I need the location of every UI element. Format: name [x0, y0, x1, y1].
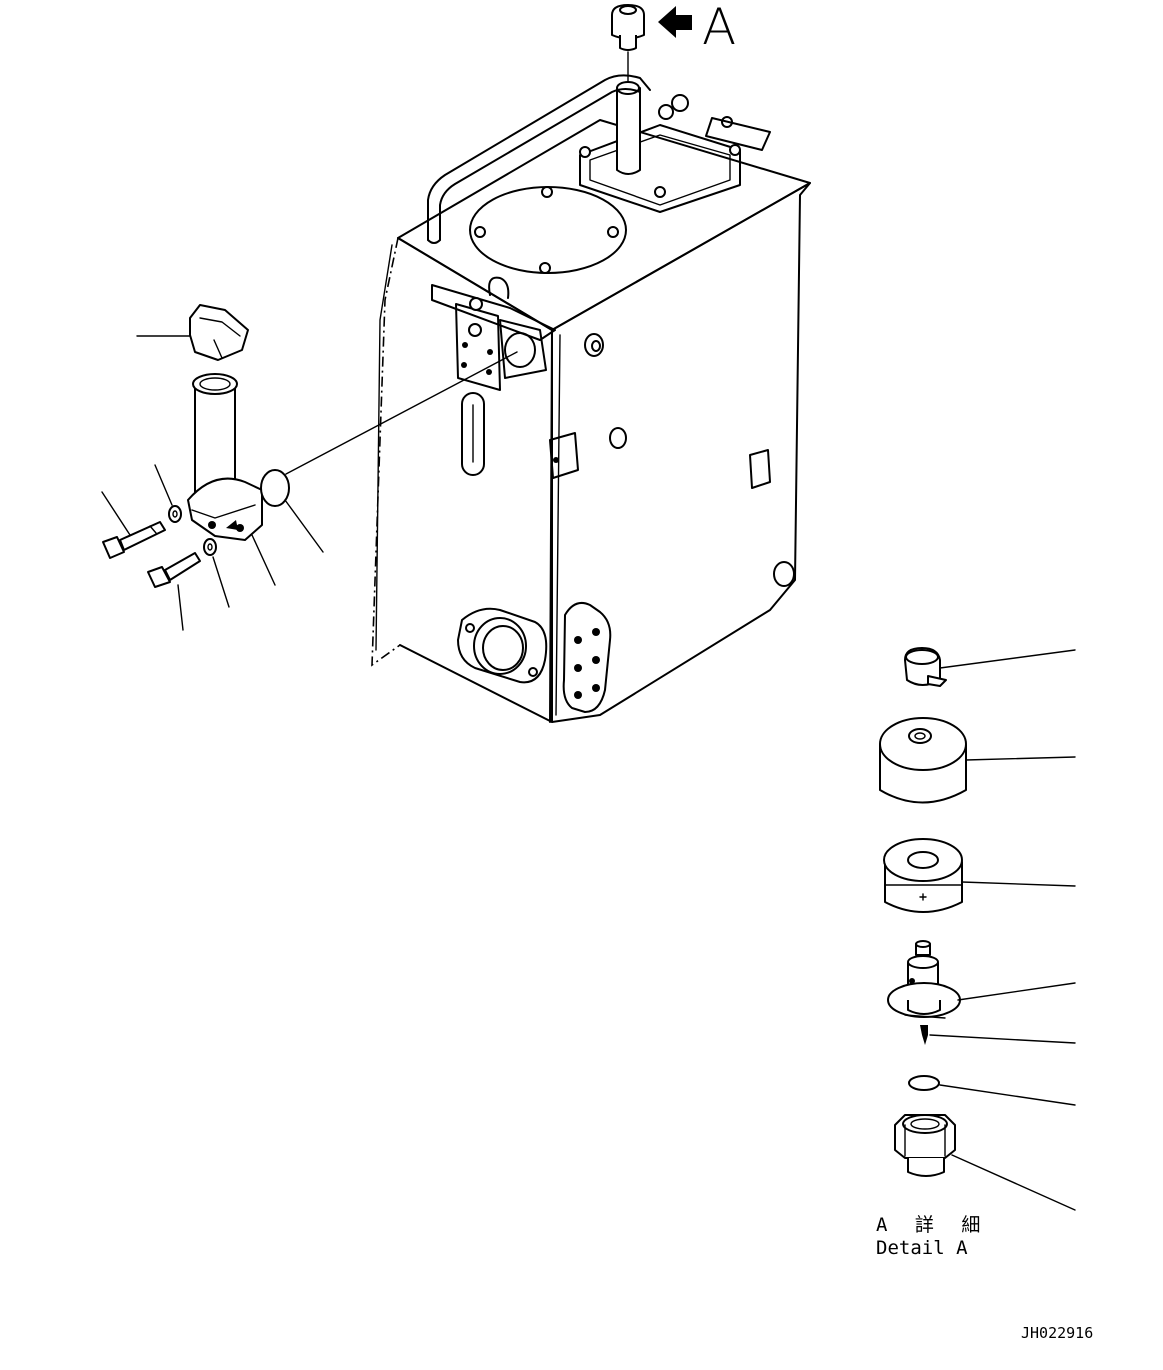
detail-nut-adapter	[894, 1114, 956, 1177]
view-arrow-icon	[658, 6, 692, 38]
drain-flange	[562, 602, 612, 713]
suction-flange	[457, 607, 548, 684]
detail-o-ring	[908, 1075, 940, 1091]
detail-valve-pin	[920, 1025, 928, 1045]
washer-upper	[168, 505, 182, 523]
detail-caption-japanese: A 詳 細	[876, 1214, 989, 1236]
detail-cap	[904, 647, 947, 687]
filter-case	[187, 373, 263, 541]
filter-mount-flange	[455, 297, 547, 391]
detail-filter-cover	[879, 717, 967, 804]
bolt-lower	[147, 552, 201, 588]
leader-lines-left	[101, 351, 518, 631]
hydraulic-tank	[371, 119, 811, 723]
drawing-id: JH022916	[1021, 1324, 1094, 1342]
slotted-strap	[461, 392, 485, 476]
o-ring	[260, 469, 290, 507]
view-marker-label: A	[702, 0, 737, 56]
detail-caption-english: Detail A	[876, 1237, 968, 1259]
breather-stem	[616, 51, 641, 175]
tank-top-cover-front	[469, 186, 627, 274]
detail-filter-element	[883, 838, 963, 913]
return-pipe	[427, 74, 689, 244]
bolt-upper	[102, 521, 166, 559]
breather-top	[611, 4, 645, 51]
filter-cap	[136, 304, 249, 361]
detail-valve	[887, 940, 961, 1019]
leader-lines-right	[929, 649, 1076, 1211]
mounting-bracket	[431, 276, 556, 341]
tank-top-cover-rear	[579, 116, 771, 213]
side-fittings	[549, 333, 795, 587]
washer-lower	[203, 538, 217, 556]
